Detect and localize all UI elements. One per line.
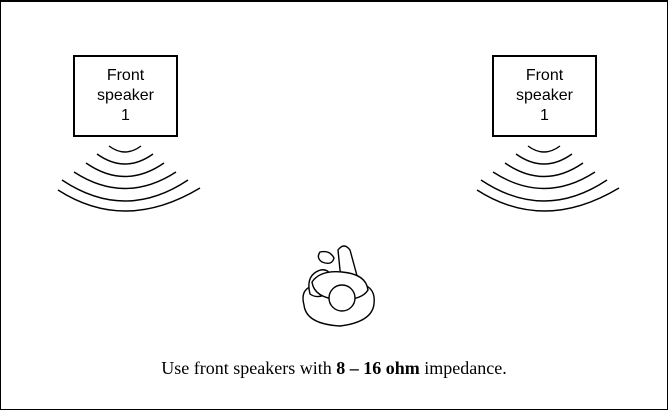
- speaker-label-line3: 1: [540, 107, 549, 124]
- front-speaker-left: Front speaker 1: [73, 55, 178, 137]
- speaker-label-line2: speaker: [97, 87, 154, 104]
- sound-waves-icon-left: [57, 145, 201, 212]
- speaker-label-line3: 1: [121, 107, 130, 124]
- front-speaker-right: Front speaker 1: [492, 55, 597, 137]
- speaker-label-line2: speaker: [516, 87, 573, 104]
- speaker-label-line1: Front: [106, 67, 145, 84]
- caption-suffix: impedance.: [419, 358, 507, 378]
- sound-waves-icon-right: [476, 145, 620, 212]
- caption-prefix: Use front speakers with: [161, 358, 337, 378]
- speaker-label-line1: Front: [525, 67, 564, 84]
- impedance-caption: Use front speakers with 8 – 16 ohm imped…: [0, 358, 668, 379]
- listener-icon: [302, 245, 375, 327]
- caption-impedance-value: 8 – 16 ohm: [336, 358, 420, 378]
